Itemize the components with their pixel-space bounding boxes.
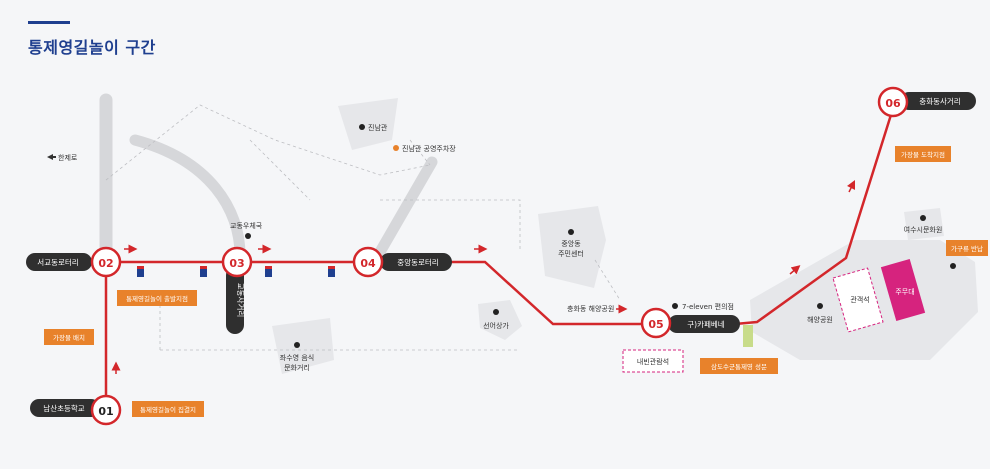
main-stage: 주무대	[880, 258, 926, 322]
audience-label: 관객석	[850, 295, 869, 304]
gate-marker	[743, 325, 753, 347]
svg-text:구)카페베네: 구)카페베네	[687, 319, 725, 329]
svg-text:통제영길놀이 집결지: 통제영길놀이 집결지	[140, 405, 196, 414]
audience-area: 관객석	[832, 267, 884, 333]
lantern-icon	[200, 266, 207, 277]
svg-text:서교동로터리: 서교동로터리	[37, 258, 78, 267]
page-title: 통제영길놀이 구간	[28, 38, 156, 57]
place-jinnamgwan: 진남관	[368, 123, 388, 132]
callout-stalls-left: 가장물 배치	[44, 329, 94, 345]
svg-text:05: 05	[648, 318, 663, 331]
lantern-icon	[328, 266, 335, 277]
food-street-dot	[294, 342, 300, 348]
svg-text:04: 04	[360, 257, 376, 270]
stop-marker-02[interactable]: 02	[90, 246, 122, 278]
place-culture-hall: 여수시문화원	[904, 225, 943, 234]
place-food-street-1: 좌수영 음식	[280, 353, 314, 362]
culture-hall-dot	[920, 215, 926, 221]
food-street-block	[272, 318, 334, 374]
stop-label-05: 구)카페베네	[668, 315, 740, 333]
svg-text:충화동사거리: 충화동사거리	[919, 97, 960, 106]
callout-gather: 통제영길놀이 집결지	[132, 401, 204, 417]
stop-marker-05[interactable]: 05	[640, 307, 672, 339]
place-food-street-2: 문화거리	[284, 363, 310, 372]
place-labels: 진남관 진남관 공영주차장 교동우체국 좌수영 음식 문화거리 중앙동 주민센터…	[58, 123, 942, 372]
left-arrow-icon	[47, 154, 56, 160]
place-community-2: 주민센터	[558, 249, 584, 258]
return-point-dot	[950, 263, 956, 269]
dashed-guides	[105, 104, 621, 351]
post-office-dot	[245, 233, 251, 239]
stop-marker-01[interactable]: 01	[90, 394, 122, 426]
lantern-icon	[265, 266, 272, 277]
svg-text:03: 03	[229, 257, 244, 270]
main-stage-label: 주무대	[895, 288, 914, 296]
place-community-1: 중앙동	[561, 240, 581, 248]
market-block	[478, 300, 522, 340]
stop-marker-06[interactable]: 06	[877, 86, 909, 118]
svg-text:가장물 도착지점: 가장물 도착지점	[901, 150, 945, 159]
direction-arrows	[111, 179, 856, 374]
place-jinnam-parking: 진남관 공영주차장	[402, 144, 456, 153]
stop-marker-03[interactable]: 03	[221, 246, 253, 278]
stop-marker-04[interactable]: 04	[352, 246, 384, 278]
svg-text:06: 06	[885, 97, 901, 110]
svg-text:01: 01	[98, 405, 113, 418]
road-network	[99, 93, 438, 261]
lantern-icon	[137, 266, 144, 277]
viewing-area-label: 내빈관람석	[637, 357, 669, 366]
place-road-label: 한제로	[58, 154, 78, 162]
haeyang-park-dot	[817, 303, 823, 309]
svg-text:가장물 배치: 가장물 배치	[53, 333, 85, 342]
svg-text:삼도수군통제영 성문: 삼도수군통제영 성문	[711, 362, 767, 371]
stop-label-02: 서교동로터리	[26, 253, 92, 271]
place-seven-eleven: 7-eleven 편의점	[682, 302, 734, 311]
place-dots	[245, 124, 956, 348]
stop-label-06: 충화동사거리	[900, 92, 976, 110]
callout-stalls-right: 가구류 반납	[946, 240, 988, 256]
callout-arrival: 가장물 도착지점	[895, 146, 951, 162]
stop-label-01: 남산초등학교	[30, 399, 100, 417]
stop-label-03: 교동사거리	[226, 266, 245, 334]
stop-label-04: 중앙동로터리	[380, 253, 452, 271]
lantern-icons	[137, 266, 335, 277]
jinnam-parking-dot	[393, 145, 399, 151]
market-dot	[493, 309, 499, 315]
svg-text:남산초등학교: 남산초등학교	[43, 403, 84, 413]
callout-parade: 삼도수군통제영 성문	[700, 358, 778, 374]
jinnamgwan-dot	[359, 124, 365, 130]
callout-departure: 통제영길놀이 출발지점	[117, 290, 197, 306]
viewing-area: 내빈관람석	[622, 349, 684, 373]
community-center-dot	[568, 229, 574, 235]
place-post-office: 교동우체국	[230, 222, 263, 230]
svg-text:가구류 반납: 가구류 반납	[951, 244, 983, 253]
place-park-road: 충화동 해양공원	[567, 304, 614, 313]
place-haeyang-park: 해양공원	[807, 315, 833, 324]
svg-text:중앙동로터리: 중앙동로터리	[397, 257, 438, 267]
place-market: 선어상가	[483, 321, 509, 330]
svg-text:통제영길놀이 출발지점: 통제영길놀이 출발지점	[126, 294, 188, 303]
title-accent-bar	[28, 21, 70, 24]
culture-hall-block	[904, 208, 944, 240]
community-center-block	[538, 206, 606, 288]
seven-eleven-dot	[672, 303, 678, 309]
svg-text:02: 02	[98, 257, 113, 270]
jinnamgwan-block	[338, 98, 398, 150]
svg-text:교동사거리: 교동사거리	[236, 283, 245, 318]
